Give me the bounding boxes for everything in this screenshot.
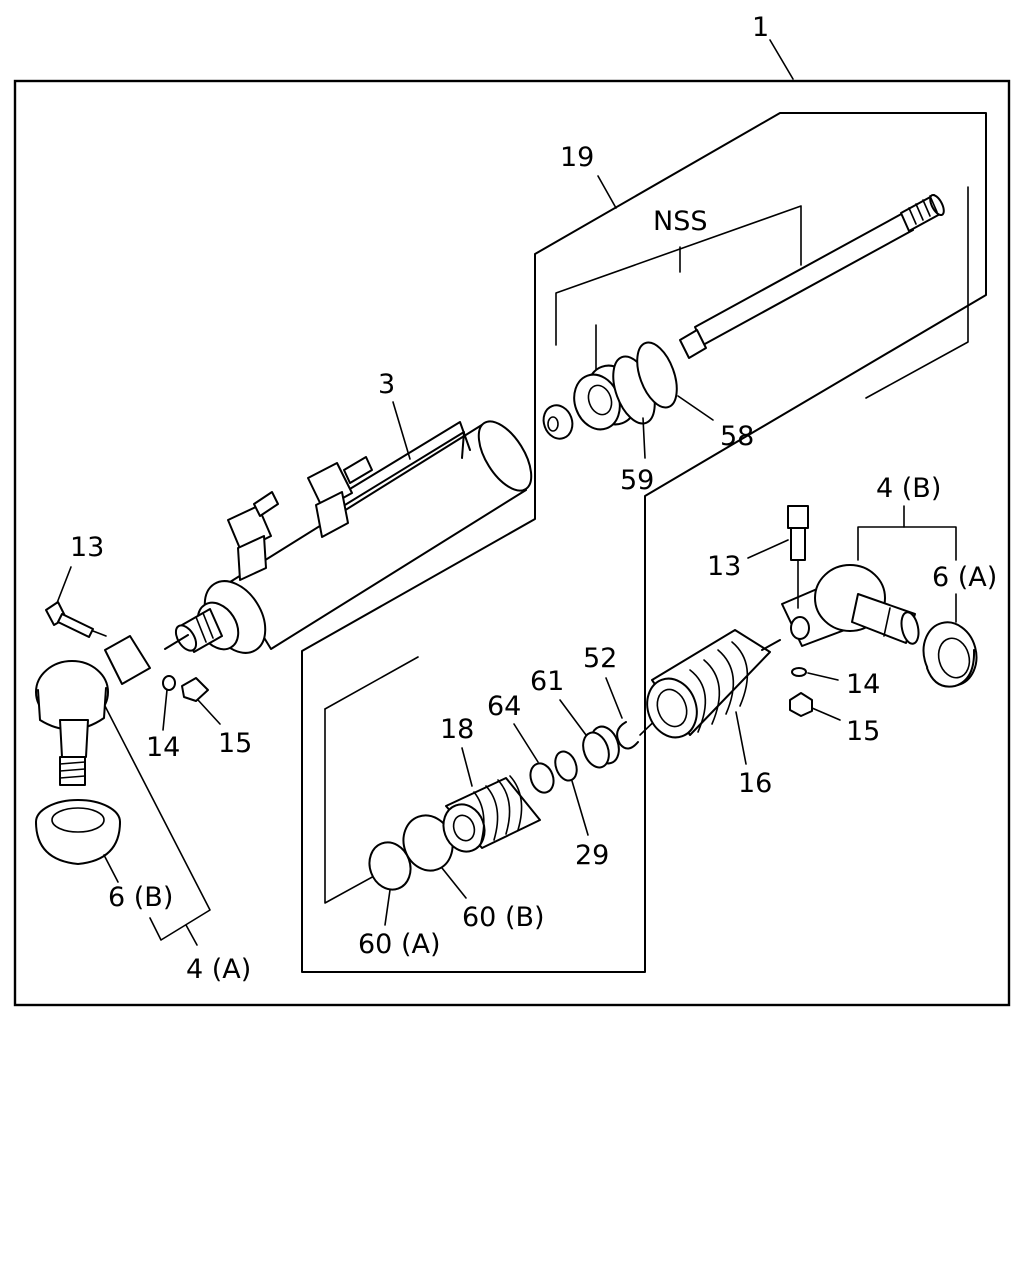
rod-outline	[865, 186, 969, 399]
boot-large	[646, 629, 781, 739]
leader-16	[735, 711, 747, 765]
label-13-right: 13	[707, 551, 741, 582]
leader-61	[559, 699, 587, 736]
leader-18	[461, 747, 473, 787]
ring-29-shape	[554, 750, 578, 782]
piston-nut	[542, 404, 574, 440]
label-3: 3	[378, 369, 395, 400]
nut-right-shape	[789, 692, 813, 717]
lower-rod-outline	[324, 708, 386, 904]
tie-rod-end-left	[35, 634, 189, 786]
piston-rod	[679, 194, 945, 359]
label-18: 18	[440, 714, 474, 745]
leader-14-right	[807, 672, 839, 681]
bracket-4b	[857, 526, 957, 561]
leader-15-right	[811, 707, 841, 721]
label-14-right: 14	[846, 669, 880, 700]
leader-13-left	[56, 566, 72, 604]
leader-3	[392, 401, 411, 460]
leader-64	[513, 723, 539, 763]
lower-rod-top	[324, 656, 419, 710]
nut-left-shape	[181, 677, 209, 702]
label-59: 59	[620, 465, 654, 496]
washer-right-shape	[791, 667, 807, 677]
washer-left-shape	[162, 675, 176, 691]
leader-1	[769, 39, 794, 80]
cylinder	[174, 420, 533, 654]
label-14-left: 14	[146, 732, 180, 763]
leader-29	[571, 780, 589, 836]
label-6b: 6 (B)	[108, 882, 173, 913]
dust-seal-left	[35, 799, 121, 865]
label-15-left: 15	[218, 728, 252, 759]
label-64: 64	[487, 691, 521, 722]
label-29: 29	[575, 840, 609, 871]
label-52: 52	[583, 643, 617, 674]
label-4a: 4 (A)	[186, 954, 251, 985]
leader-60a	[384, 889, 391, 926]
label-16: 16	[738, 768, 772, 799]
snap-ring-shape	[616, 721, 639, 750]
boot-small	[442, 775, 541, 853]
leader-4a	[185, 924, 198, 946]
label-15-right: 15	[846, 716, 880, 747]
label-nss: NSS	[653, 206, 707, 237]
leader-59	[642, 417, 646, 459]
leader-13-right	[747, 539, 789, 559]
label-58: 58	[720, 421, 754, 452]
leader-19	[597, 175, 617, 209]
tie-rod-end-right	[781, 564, 920, 647]
label-4b: 4 (B)	[876, 473, 941, 504]
bolt-right	[787, 505, 809, 609]
label-6a: 6 (A)	[932, 562, 997, 593]
outer-frame	[13, 79, 1011, 1007]
label-13-left: 13	[70, 532, 104, 563]
leader-52	[605, 677, 623, 719]
label-1: 1	[752, 12, 769, 43]
nss-bracket	[555, 205, 802, 346]
label-60a: 60 (A)	[358, 929, 440, 960]
leader-6b	[103, 854, 119, 883]
label-19: 19	[560, 142, 594, 173]
dust-seal-right	[922, 621, 978, 688]
leader-14-left	[162, 689, 168, 731]
bolt-left	[45, 601, 107, 638]
washer-64-shape	[529, 762, 555, 794]
label-61: 61	[530, 666, 564, 697]
leader-58	[677, 395, 714, 421]
leader-15-left	[197, 699, 221, 725]
label-60b: 60 (B)	[462, 902, 545, 933]
ring-58-shape	[636, 341, 678, 409]
bushing-61	[582, 725, 620, 769]
group-19-frame	[301, 112, 987, 973]
leader-60b	[441, 867, 467, 899]
